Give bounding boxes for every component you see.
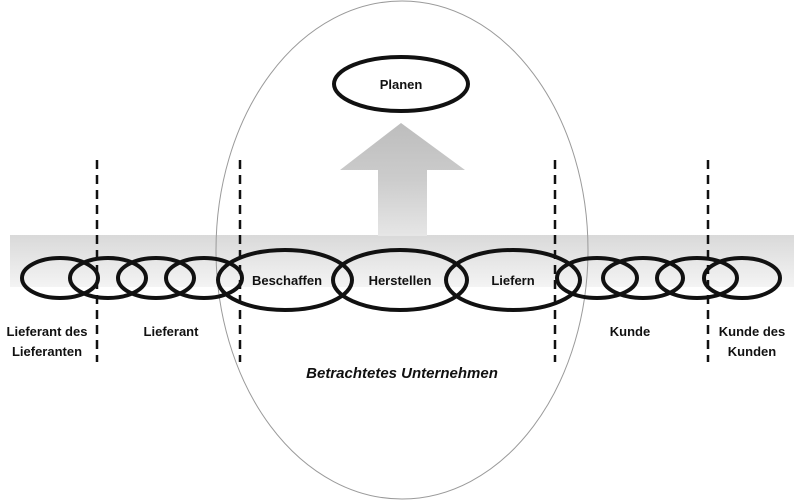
chain-link [164,256,244,300]
enterprise-label: Betrachtetes Unternehmen [306,365,498,382]
process-beschaffen-label: Beschaffen [252,273,322,288]
chain-link [20,256,100,300]
partner-label-supplier-of-supplier-line2: Lieferanten [12,344,82,359]
chain-link [116,256,196,300]
process-liefern-label: Liefern [491,273,534,288]
chain-link [555,256,639,300]
chain-link [655,256,739,300]
process-herstellen: Herstellen [331,248,469,312]
process-planen-label: Planen [380,77,423,92]
partner-label-customer-of-customer-line1: Kunde des [719,324,785,339]
chain-links [20,256,782,300]
process-liefern: Liefern [444,248,582,312]
planning-arrow-icon [340,123,465,236]
chain-link [601,256,685,300]
chain-link [702,256,782,300]
partition-lines [95,160,710,362]
partner-label-supplier-of-supplier-line1: Lieferant des [7,324,88,339]
partner-label-customer: Kunde [610,324,650,339]
process-planen: Planen [332,55,470,113]
process-herstellen-label: Herstellen [369,273,432,288]
partner-label-supplier: Lieferant [144,324,200,339]
partner-label-customer-of-customer-line2: Kunden [728,344,776,359]
process-beschaffen: Beschaffen [216,248,354,312]
enterprise-boundary [215,0,589,500]
chain-link [68,256,148,300]
